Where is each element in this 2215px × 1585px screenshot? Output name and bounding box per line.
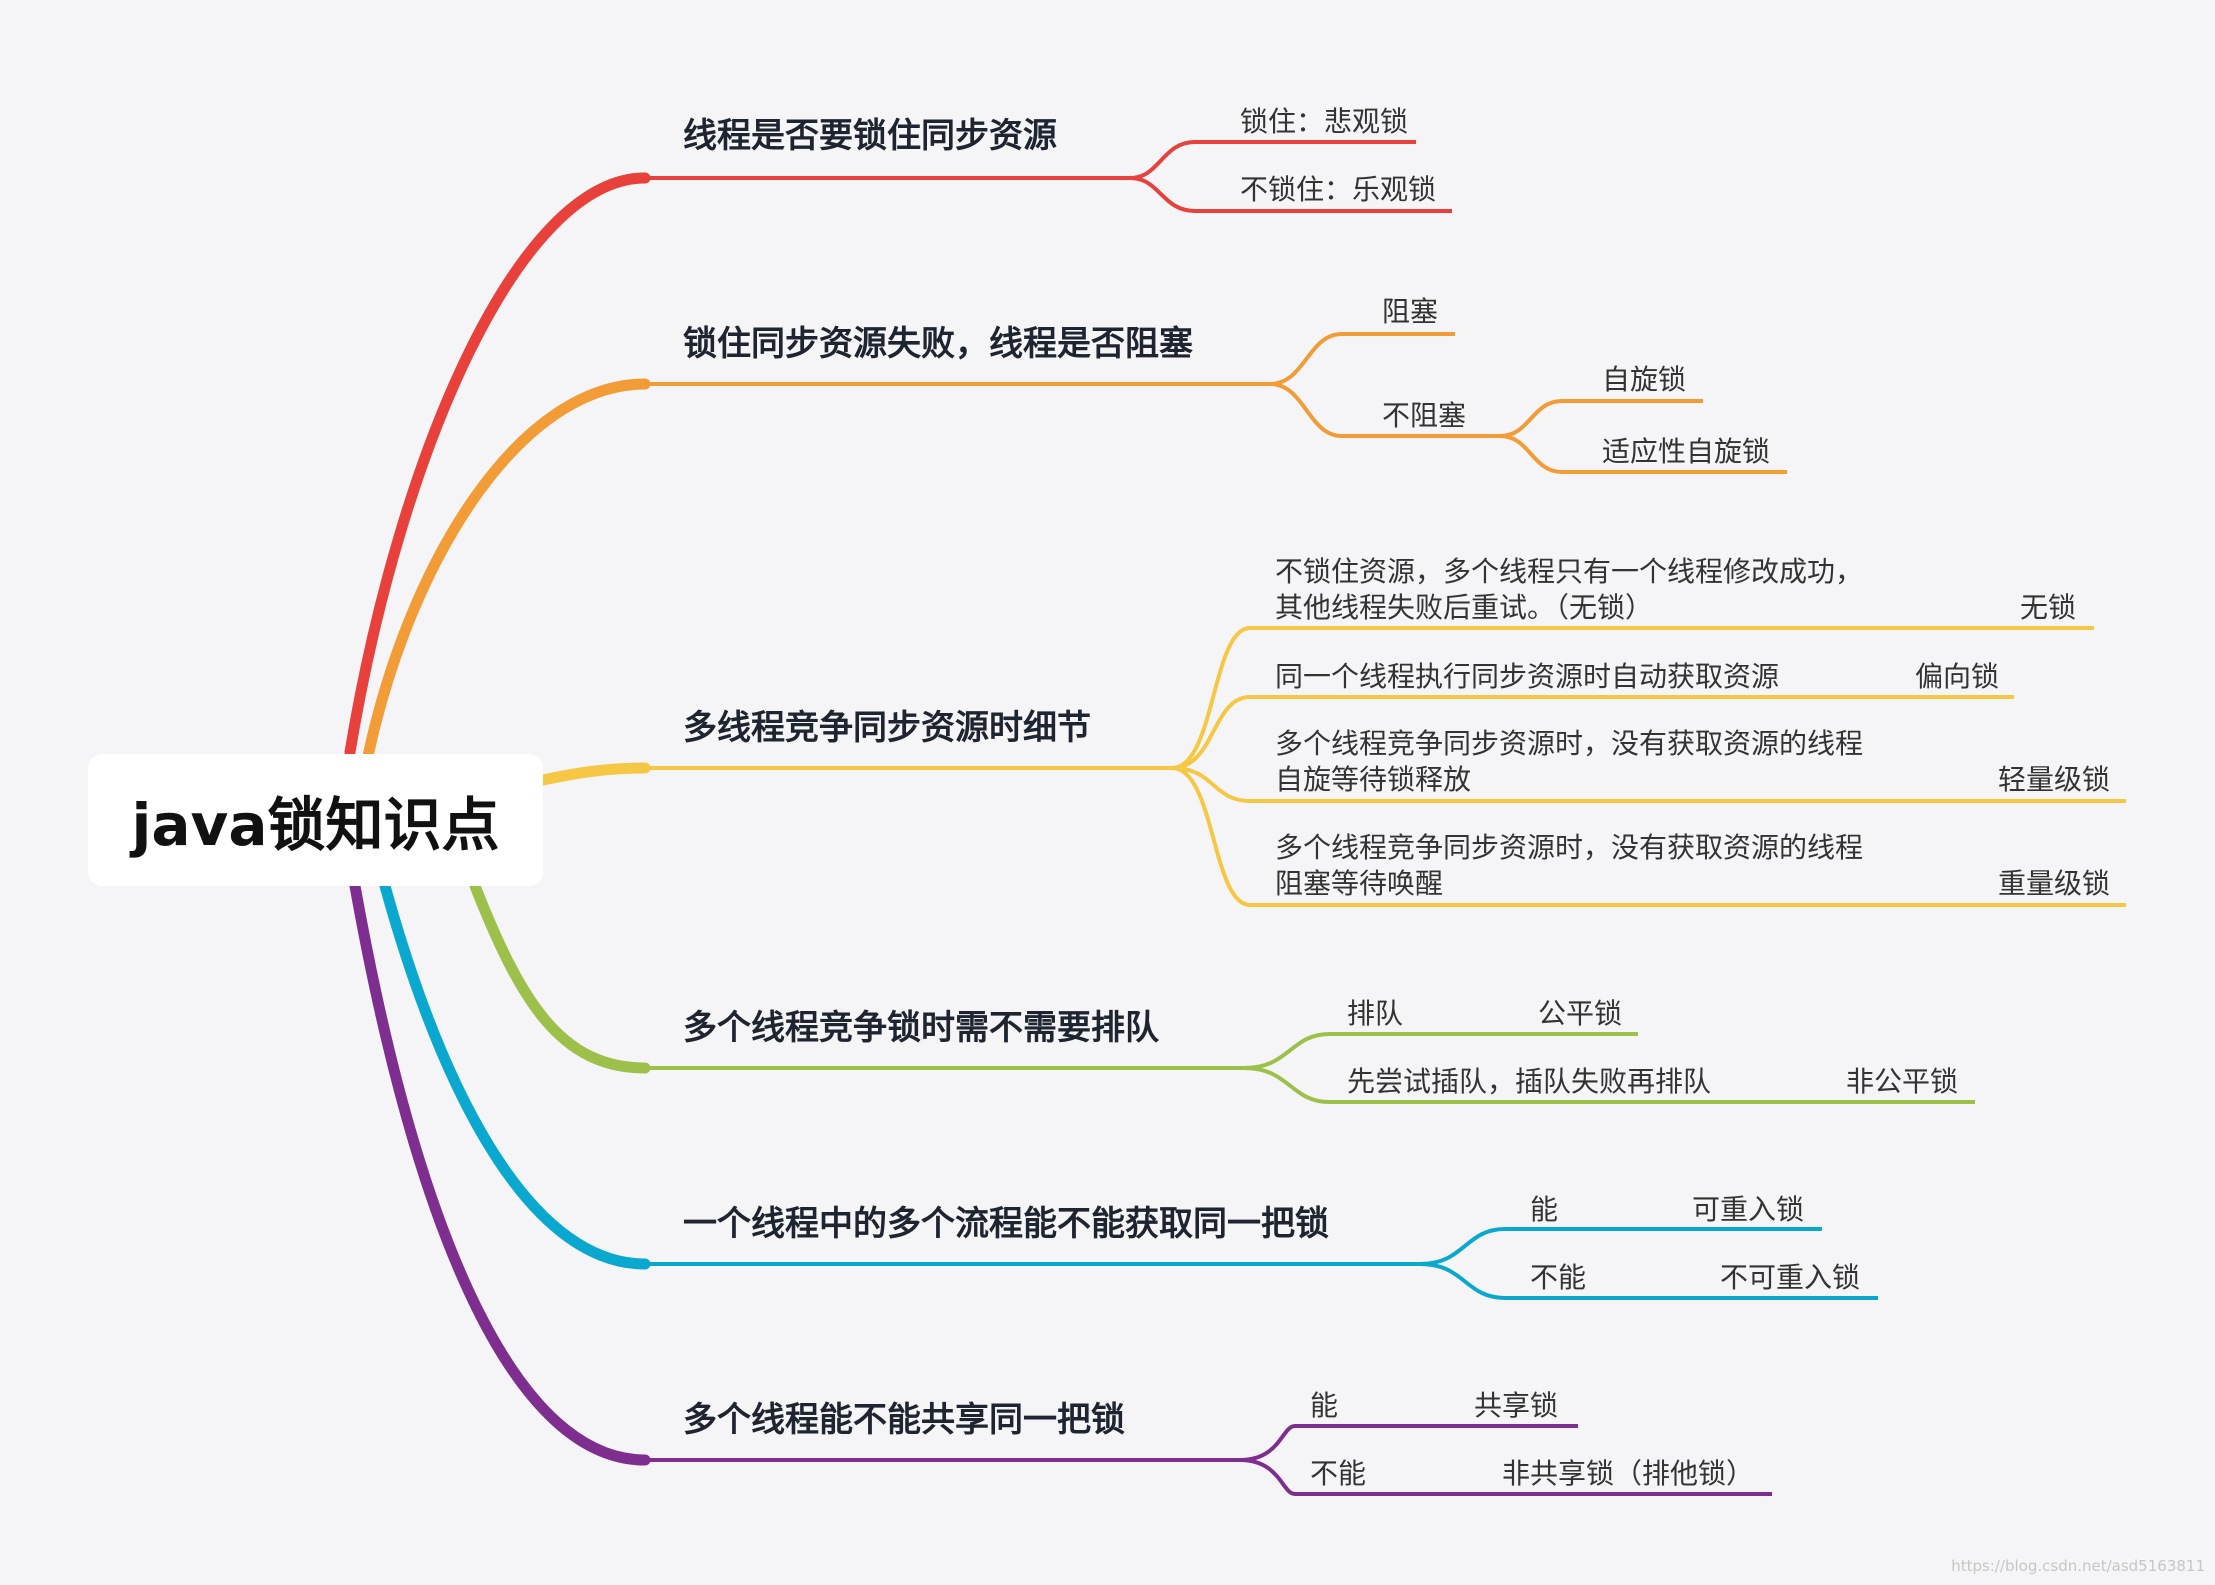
leaf-pessimistic-lock[interactable]: 锁住：悲观锁: [1240, 105, 1409, 138]
red-children-connectors: [1129, 140, 1452, 213]
leaf-no-lock-desc-line2: 其他线程失败后重试。（无锁）: [1275, 591, 1654, 624]
leaf-non-blocking[interactable]: 不阻塞: [1382, 399, 1467, 432]
branch-lock-or-not[interactable]: 线程是否要锁住同步资源: [683, 116, 1057, 156]
connector-yellow: [537, 762, 651, 786]
watermark: https://blog.csdn.net/asd5163811: [1951, 1557, 2205, 1575]
leaf-can[interactable]: 能: [1530, 1193, 1559, 1226]
leaf-biased-lock-desc: 同一个线程执行同步资源时自动获取资源: [1275, 660, 1780, 693]
leaf-no-lock[interactable]: 无锁: [2020, 591, 2077, 624]
orange-children-connectors: [1269, 332, 1787, 474]
central-topic[interactable]: java锁知识点: [88, 754, 543, 886]
leaf-lightweight-lock[interactable]: 轻量级锁: [1998, 763, 2111, 796]
leaf-queue[interactable]: 排队: [1347, 997, 1404, 1030]
leaf-cut-in-then-queue[interactable]: 先尝试插队，插队失败再排队: [1347, 1065, 1712, 1098]
leaf-cannot[interactable]: 不能: [1530, 1261, 1587, 1294]
connector-blue: [379, 880, 651, 1270]
connector-orange: [362, 378, 651, 762]
leaf-reentrant-lock[interactable]: 可重入锁: [1692, 1193, 1805, 1226]
leaf-lightweight-desc-line2: 自旋等待锁释放: [1275, 763, 1472, 796]
leaf-unfair-lock[interactable]: 非公平锁: [1846, 1065, 1959, 1098]
leaf-lightweight-desc-line1: 多个线程竞争同步资源时，没有获取资源的线程: [1275, 727, 1864, 760]
connector-red: [344, 172, 651, 758]
leaf-heavyweight-desc-line1: 多个线程竞争同步资源时，没有获取资源的线程: [1275, 831, 1864, 864]
blue-children-connectors: [1419, 1227, 1878, 1300]
branch-block-or-not[interactable]: 锁住同步资源失败，线程是否阻塞: [683, 324, 1193, 364]
leaf-exclusive-lock[interactable]: 非共享锁（排他锁）: [1502, 1457, 1755, 1490]
leaf-can-share[interactable]: 能: [1310, 1389, 1339, 1422]
leaf-optimistic-lock[interactable]: 不锁住：乐观锁: [1240, 173, 1437, 206]
leaf-cannot-share[interactable]: 不能: [1310, 1457, 1367, 1490]
branch-reentrant[interactable]: 一个线程中的多个流程能不能获取同一把锁: [683, 1204, 1329, 1244]
purple-children-connectors: [1239, 1424, 1772, 1496]
connector-purple: [349, 880, 651, 1466]
green-children-connectors: [1243, 1032, 1975, 1104]
yellow-children-connectors: [1171, 626, 2126, 907]
leaf-shared-lock[interactable]: 共享锁: [1474, 1389, 1559, 1422]
leaf-no-lock-desc-line1: 不锁住资源，多个线程只有一个线程修改成功，: [1275, 555, 1864, 588]
leaf-blocking[interactable]: 阻塞: [1382, 295, 1439, 328]
leaf-spin-lock[interactable]: 自旋锁: [1602, 363, 1687, 396]
leaf-heavyweight-lock[interactable]: 重量级锁: [1998, 867, 2111, 900]
leaf-fair-lock[interactable]: 公平锁: [1538, 997, 1623, 1030]
branch-queue-or-not[interactable]: 多个线程竞争锁时需不需要排队: [683, 1008, 1159, 1048]
branch-shared[interactable]: 多个线程能不能共享同一把锁: [683, 1400, 1125, 1440]
leaf-non-reentrant-lock[interactable]: 不可重入锁: [1720, 1261, 1861, 1294]
branch-contention-details[interactable]: 多线程竞争同步资源时细节: [683, 708, 1091, 748]
leaf-biased-lock[interactable]: 偏向锁: [1915, 660, 2000, 693]
connector-green: [469, 880, 651, 1074]
leaf-heavyweight-desc-line2: 阻塞等待唤醒: [1275, 867, 1444, 900]
leaf-adaptive-spin-lock[interactable]: 适应性自旋锁: [1602, 435, 1771, 468]
